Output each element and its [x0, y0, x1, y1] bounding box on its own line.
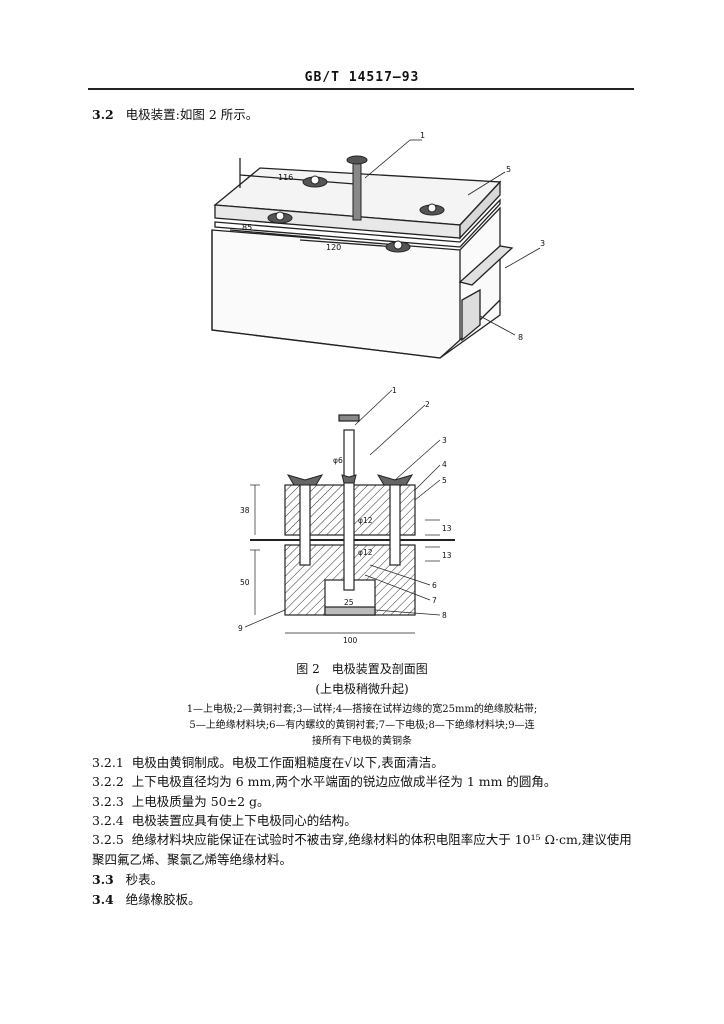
- fig2-callout-5: 5: [442, 476, 447, 485]
- fig1-dim-120: 120: [326, 243, 341, 252]
- clause-3-3: 3.3 秒表。: [92, 872, 164, 887]
- fig2-callout-8: 8: [442, 611, 447, 620]
- fig2-dim-38: 38: [240, 506, 250, 515]
- figure-caption-title: 图 2 电极装置及剖面图: [296, 662, 428, 676]
- fig2-dim-13-upper: 13: [442, 524, 452, 533]
- figure-legend-line-1: 1—上电极;2—黄铜衬套;3—试样;4—搭接在试样边缘的宽25mm的绝缘胶粘带;: [186, 704, 538, 715]
- figure-legend-line-2: 5—上绝缘材料块;6—有内螺纹的黄铜衬套;7—下电极;8—下绝缘材料块;9—连: [189, 720, 535, 731]
- fig2-callout-3: 3: [442, 436, 447, 445]
- clause-3-2-1: 3.2.1 电极由黄铜制成。电极工作面粗糙度在√以下,表面清洁。: [92, 755, 444, 770]
- fig2-callout-1: 1: [392, 386, 397, 395]
- fig1-callout-8: 8: [518, 333, 523, 342]
- fig2-dim-50: 50: [240, 578, 250, 587]
- header-rule: [88, 88, 634, 90]
- electrode-assembly-isometric-figure: 1 5 3 8 116 85 120: [211, 131, 545, 359]
- figure-caption-subtitle: (上电极稍微升起): [315, 682, 409, 696]
- fig2-dim-phi6: φ6: [333, 456, 343, 465]
- clause-3-2-5-continued: 聚四氟乙烯、聚氯乙烯等绝缘材料。: [92, 852, 293, 867]
- electrode-cross-section-figure: 1 2 3 4 5 6 7 8 9 φ6 φ12 φ12 13 13 25 10…: [238, 386, 455, 645]
- fig2-callout-7: 7: [432, 596, 437, 605]
- fig2-dim-phi12-lower: φ12: [358, 548, 373, 557]
- clause-3-2-2: 3.2.2 上下电极直径均为 6 mm,两个水平端面的锐边应做成半径为 1 mm…: [92, 774, 557, 789]
- fig2-dim-100: 100: [343, 636, 358, 645]
- section-3-2: 3.2 电极装置:如图 2 所示。: [92, 104, 258, 123]
- section-number: 3.2: [92, 107, 114, 122]
- fig2-dim-phi12-upper: φ12: [358, 516, 373, 525]
- fig2-callout-2: 2: [425, 400, 430, 409]
- fig1-dim-85: 85: [242, 223, 252, 232]
- clause-3-2-3: 3.2.3 上电极质量为 50±2 g。: [92, 794, 270, 809]
- fig2-callout-6: 6: [432, 581, 437, 590]
- fig2-callout-9: 9: [238, 624, 243, 633]
- section-text: 电极装置:如图 2 所示。: [125, 107, 259, 122]
- clause-3-2-4: 3.2.4 电极装置应具有使上下电极同心的结构。: [92, 813, 357, 828]
- fig1-dim-116: 116: [278, 173, 293, 182]
- fig1-callout-1: 1: [420, 131, 425, 140]
- fig2-dim-13-lower: 13: [442, 551, 452, 560]
- fig1-callout-5: 5: [506, 165, 511, 174]
- fig1-callout-3: 3: [540, 239, 545, 248]
- fig2-callout-4: 4: [442, 460, 447, 469]
- standard-code-header: GB/T 14517—93: [304, 70, 420, 85]
- clause-3-4: 3.4 绝缘橡胶板。: [92, 892, 201, 907]
- clause-3-2-5: 3.2.5 绝缘材料块应能保证在试验时不被击穿,绝缘材料的体积电阻率应大于 10…: [92, 832, 632, 847]
- figure-legend-line-3: 接所有下电极的黄铜条: [312, 736, 412, 747]
- fig2-dim-25: 25: [344, 598, 354, 607]
